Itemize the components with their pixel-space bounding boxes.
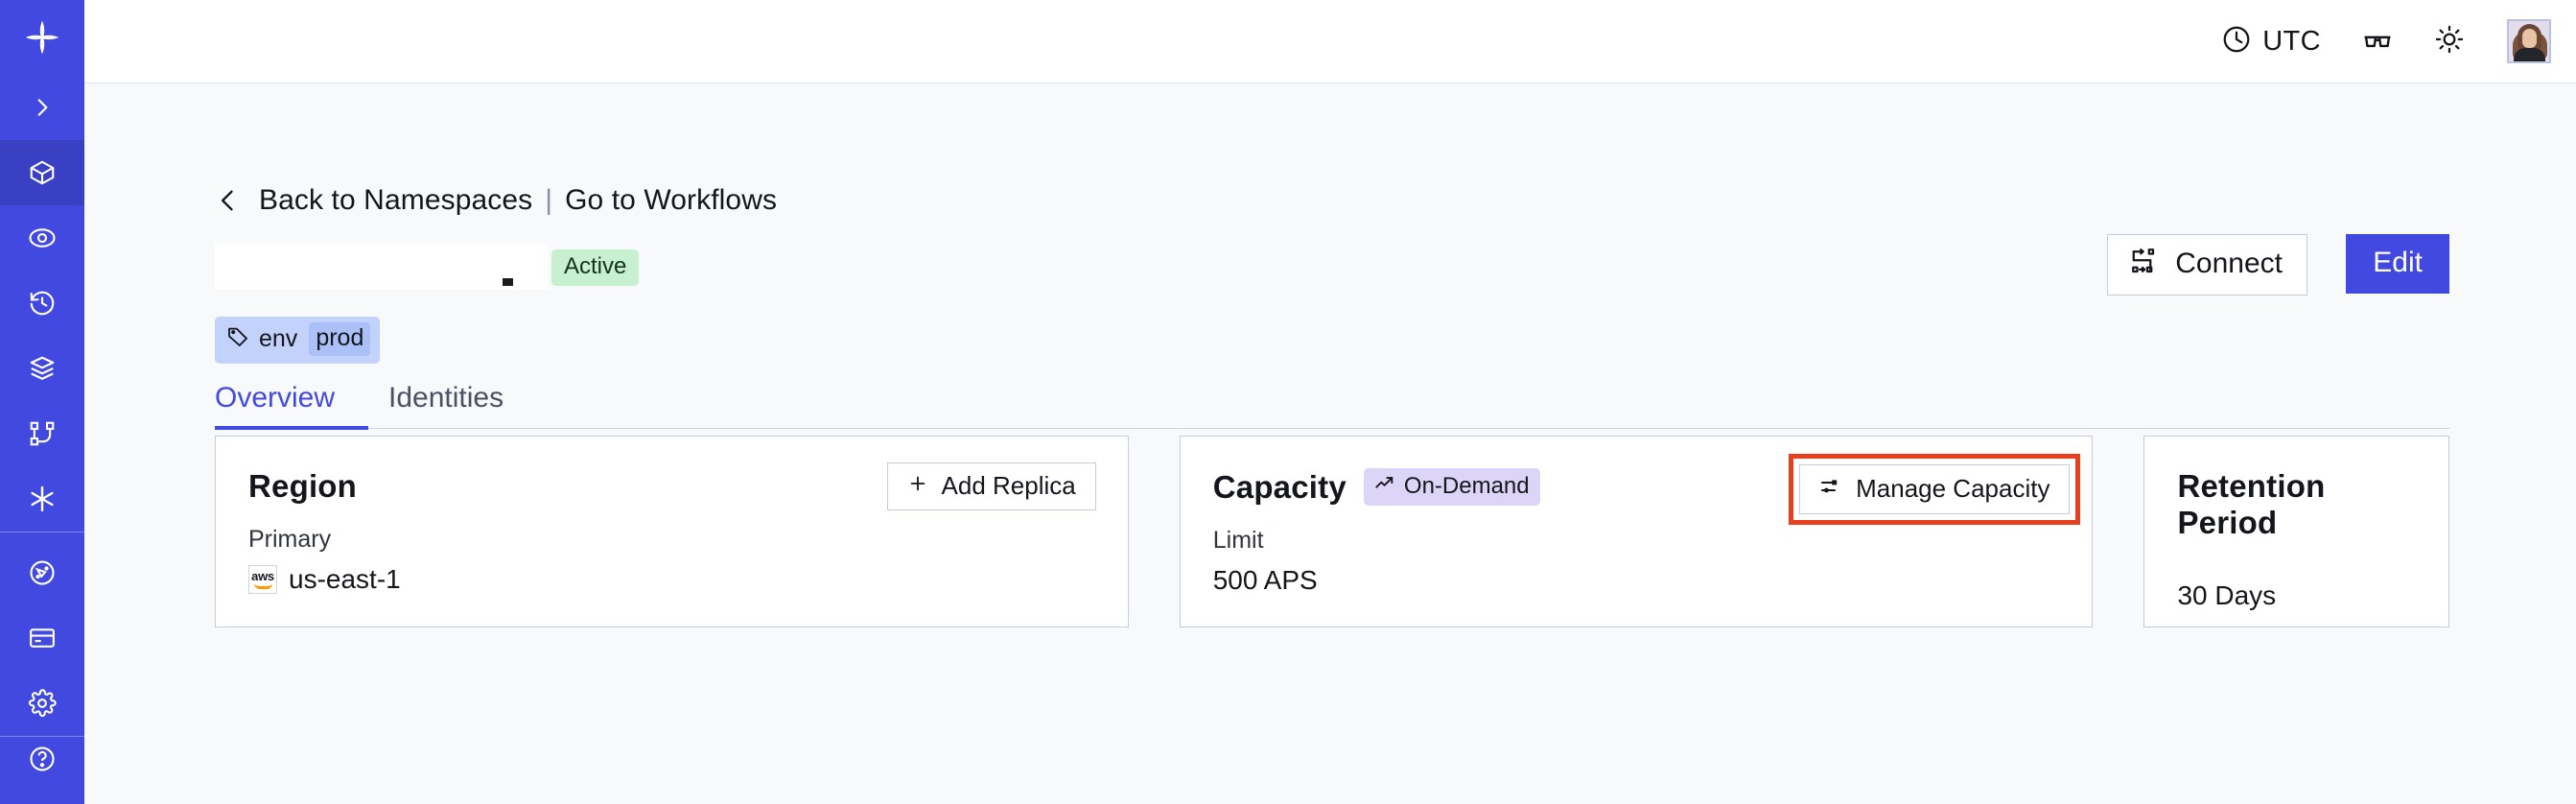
namespace-name-redacted	[215, 244, 549, 290]
glasses-icon-button[interactable]	[2361, 23, 2394, 60]
avatar[interactable]	[2507, 19, 2551, 63]
theme-toggle-button[interactable]	[2434, 24, 2465, 59]
connect-button[interactable]: Connect	[2107, 234, 2307, 296]
capacity-limit-label: Limit	[1212, 527, 1264, 554]
connect-button-label: Connect	[2175, 248, 2283, 279]
namespace-tags: env prod	[215, 317, 381, 364]
temporal-logo-icon[interactable]	[0, 0, 84, 75]
tag-value: prod	[309, 322, 371, 356]
region-card-title: Region	[248, 468, 358, 504]
connect-icon	[2130, 247, 2159, 281]
breadcrumb: Back to Namespaces | Go to Workflows	[215, 184, 777, 217]
region-card: Region Add Replica Primary aws us-east-1	[215, 436, 1129, 627]
tab-overview[interactable]: Overview	[215, 382, 336, 414]
sidebar-item-usage[interactable]	[0, 540, 84, 605]
aws-icon: aws	[248, 565, 277, 594]
add-replica-label: Add Replica	[941, 471, 1076, 500]
status-badge: Active	[551, 249, 640, 286]
tab-bar: Overview Identities	[215, 382, 2449, 431]
back-to-namespaces-link[interactable]: Back to Namespaces	[259, 184, 533, 216]
overview-cards: Region Add Replica Primary aws us-east-1	[215, 436, 2449, 627]
sidebar-divider-2	[0, 736, 84, 737]
namespace-name-artifact	[503, 278, 513, 286]
clock-icon	[2221, 24, 2252, 59]
retention-period-card: Retention Period 30 Days	[2143, 436, 2449, 627]
aws-icon-smile	[253, 583, 272, 589]
retention-value: 30 Days	[2177, 580, 2277, 610]
breadcrumb-divider: |	[545, 184, 553, 216]
add-replica-button[interactable]: Add Replica	[886, 462, 1096, 510]
avatar-art-face	[2522, 29, 2537, 48]
sidebar-item-workers[interactable]	[0, 336, 84, 401]
on-demand-label: On-Demand	[1403, 472, 1530, 499]
go-to-workflows-link[interactable]: Go to Workflows	[565, 184, 778, 216]
avatar-art-body	[2514, 48, 2545, 61]
namespace-header: Active Connect Edit	[215, 234, 2449, 299]
region-primary-label: Primary	[248, 526, 332, 553]
retention-card-title: Retention Period	[2177, 468, 2326, 540]
timezone-label: UTC	[2262, 25, 2321, 57]
manage-capacity-button[interactable]: Manage Capacity	[1799, 464, 2071, 514]
capacity-card: Capacity On-Demand	[1179, 436, 2094, 627]
manage-capacity-highlight: Manage Capacity	[1789, 454, 2081, 525]
tag-chip-env[interactable]: env prod	[215, 317, 381, 364]
tab-identities[interactable]: Identities	[388, 382, 504, 414]
sidebar-item-settings[interactable]	[0, 671, 84, 736]
sidebar-item-nexus[interactable]	[0, 466, 84, 532]
sidebar	[0, 0, 84, 804]
capacity-card-title: Capacity	[1212, 468, 1347, 505]
region-primary-value-row: aws us-east-1	[248, 564, 1095, 595]
capacity-limit-value: 500 APS	[1212, 565, 1318, 595]
edit-button[interactable]: Edit	[2346, 234, 2449, 294]
sidebar-item-observability[interactable]	[0, 205, 84, 271]
aws-icon-text: aws	[251, 569, 274, 583]
sidebar-item-workflows[interactable]	[0, 401, 84, 466]
timezone-selector[interactable]: UTC	[2221, 24, 2321, 59]
sidebar-item-schedules[interactable]	[0, 271, 84, 336]
glasses-icon	[2361, 23, 2394, 60]
sidebar-item-billing[interactable]	[0, 605, 84, 671]
trending-up-icon	[1374, 473, 1395, 499]
plus-icon	[907, 473, 928, 498]
sun-icon	[2434, 24, 2465, 59]
tag-icon	[226, 325, 249, 353]
chevron-left-icon[interactable]	[215, 184, 242, 217]
top-bar: UTC	[84, 0, 2576, 83]
on-demand-badge: On-Demand	[1363, 468, 1540, 506]
tab-active-indicator	[215, 426, 368, 430]
tab-rule	[215, 428, 2449, 429]
expand-sidebar-icon[interactable]	[0, 75, 84, 140]
tag-key: env	[259, 325, 298, 352]
region-primary-value: us-east-1	[289, 564, 401, 594]
manage-capacity-label: Manage Capacity	[1856, 474, 2050, 503]
sidebar-item-namespaces[interactable]	[0, 140, 84, 205]
sidebar-item-help[interactable]	[0, 745, 84, 783]
sliders-icon	[1819, 475, 1842, 502]
main-content: Back to Namespaces | Go to Workflows Act…	[84, 84, 2576, 804]
